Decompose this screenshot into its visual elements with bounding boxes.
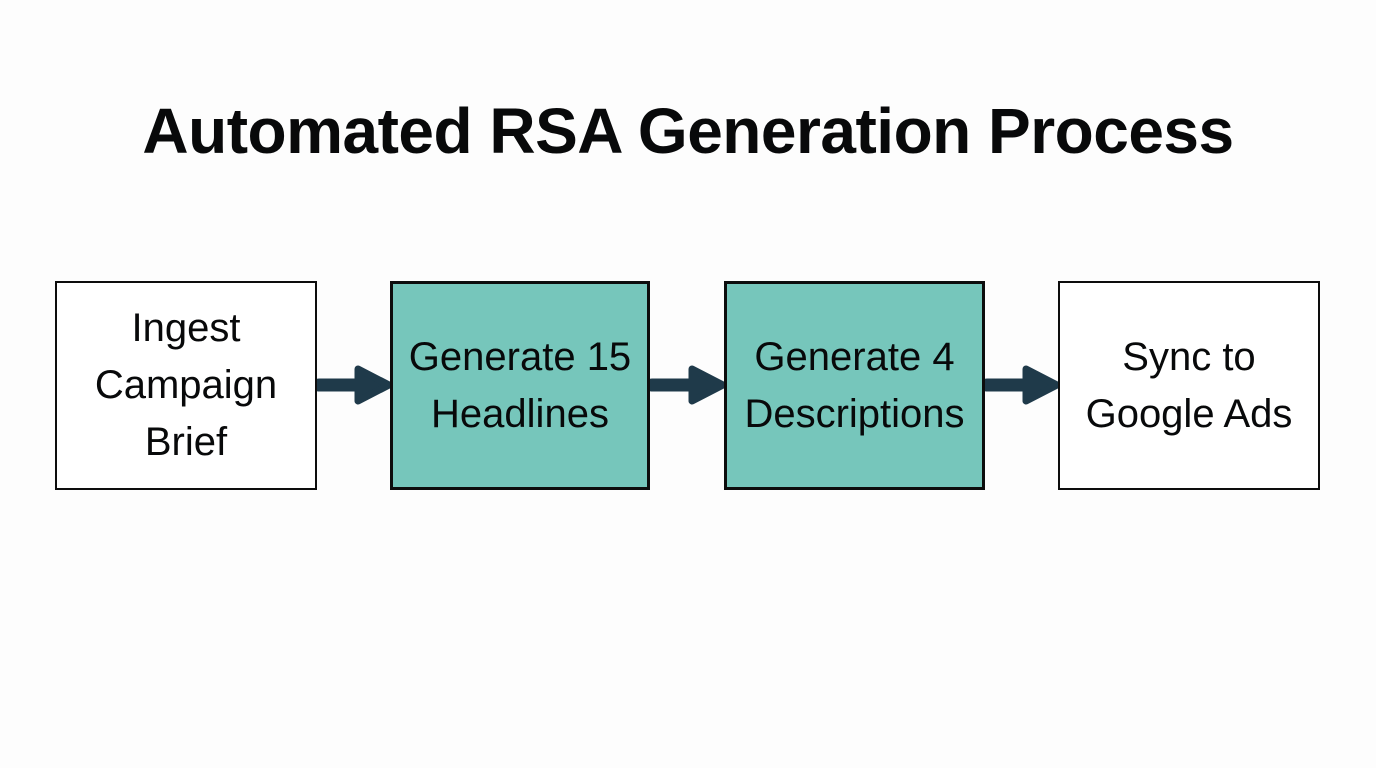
flow-node-ingest-campaign-brief[interactable]: Ingest Campaign Brief [55, 281, 317, 490]
page-title: Automated RSA Generation Process [142, 95, 1234, 167]
flow-arrow-icon-1 [317, 365, 392, 405]
flow-node-label: Generate 15 Headlines [408, 334, 632, 436]
flow-arrow-icon-3 [985, 365, 1060, 405]
flow-node-generate-4-descriptions[interactable]: Generate 4 Descriptions [724, 281, 985, 490]
flow-node-sync-to-google-ads[interactable]: Sync to Google Ads [1058, 281, 1320, 490]
flow-node-label: Ingest Campaign Brief [94, 306, 278, 464]
flow-node-label: Sync to Google Ads [1085, 334, 1293, 436]
flow-node-generate-15-headlines[interactable]: Generate 15 Headlines [390, 281, 650, 490]
flow-arrow-icon-2 [650, 365, 726, 405]
flow-node-label: Generate 4 Descriptions [744, 334, 965, 436]
